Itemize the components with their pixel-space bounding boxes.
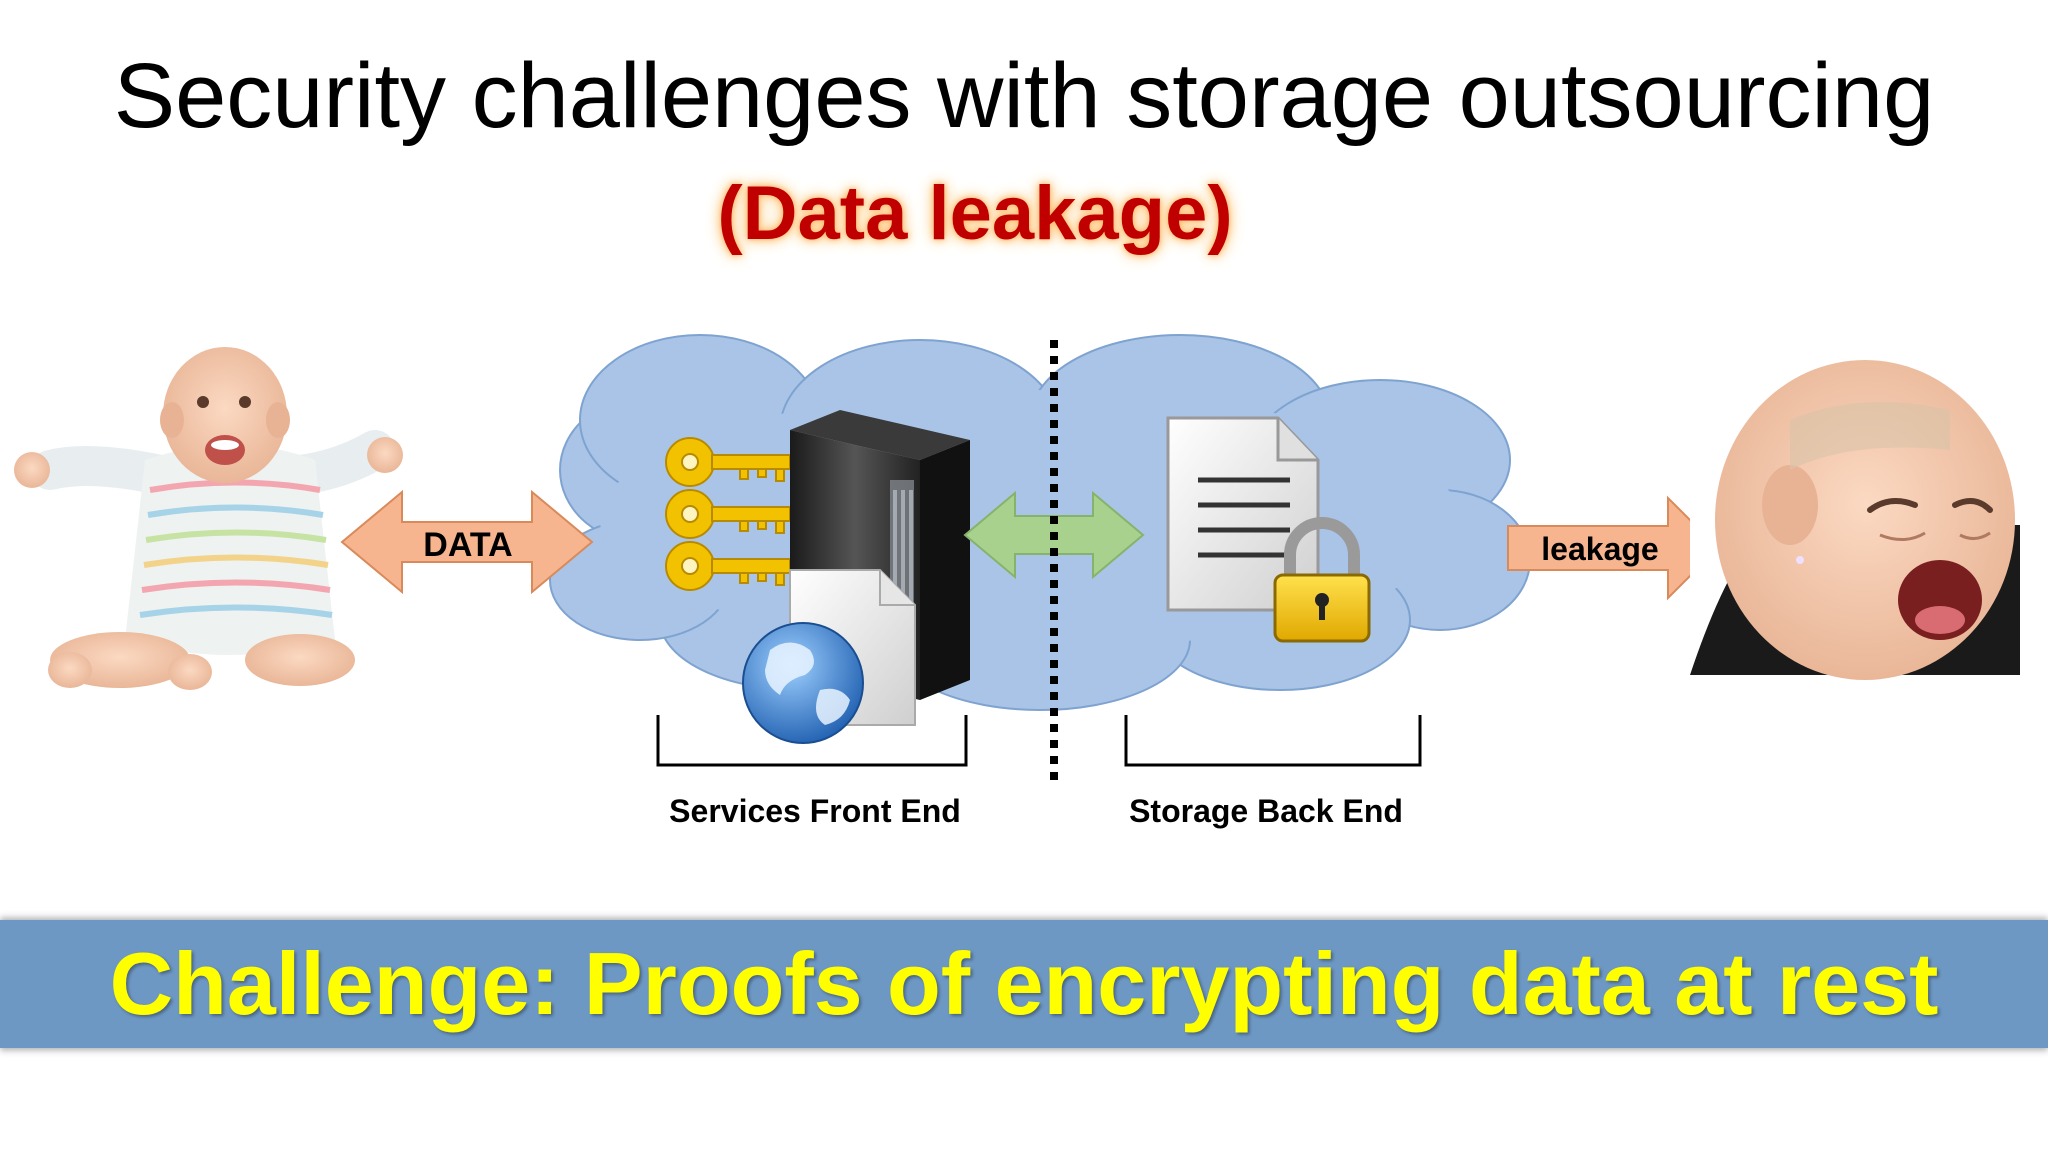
leakage-arrow-label: leakage <box>1541 531 1658 567</box>
data-arrow-label: DATA <box>423 526 512 564</box>
challenge-banner: Challenge: Proofs of encrypting data at … <box>0 920 2048 1048</box>
happy-baby-image <box>14 347 403 690</box>
lock-icon <box>1273 517 1371 643</box>
back-end-label: Storage Back End <box>1129 793 1403 829</box>
crying-baby-image <box>1690 360 2020 680</box>
front-end-bracket <box>656 715 968 767</box>
front-end-label: Services Front End <box>669 793 961 829</box>
data-arrow: DATA <box>340 489 594 595</box>
globe-icon <box>742 622 864 744</box>
leakage-arrow: leakage <box>1507 495 1720 601</box>
stored-document-icon <box>1166 416 1320 612</box>
back-end-bracket <box>1124 715 1422 767</box>
challenge-banner-text: Challenge: Proofs of encrypting data at … <box>109 934 1939 1033</box>
slide-title: Security challenges with storage outsour… <box>113 45 1935 147</box>
slide-subtitle: (Data leakage) <box>717 171 1233 256</box>
keys-icon <box>665 437 791 591</box>
